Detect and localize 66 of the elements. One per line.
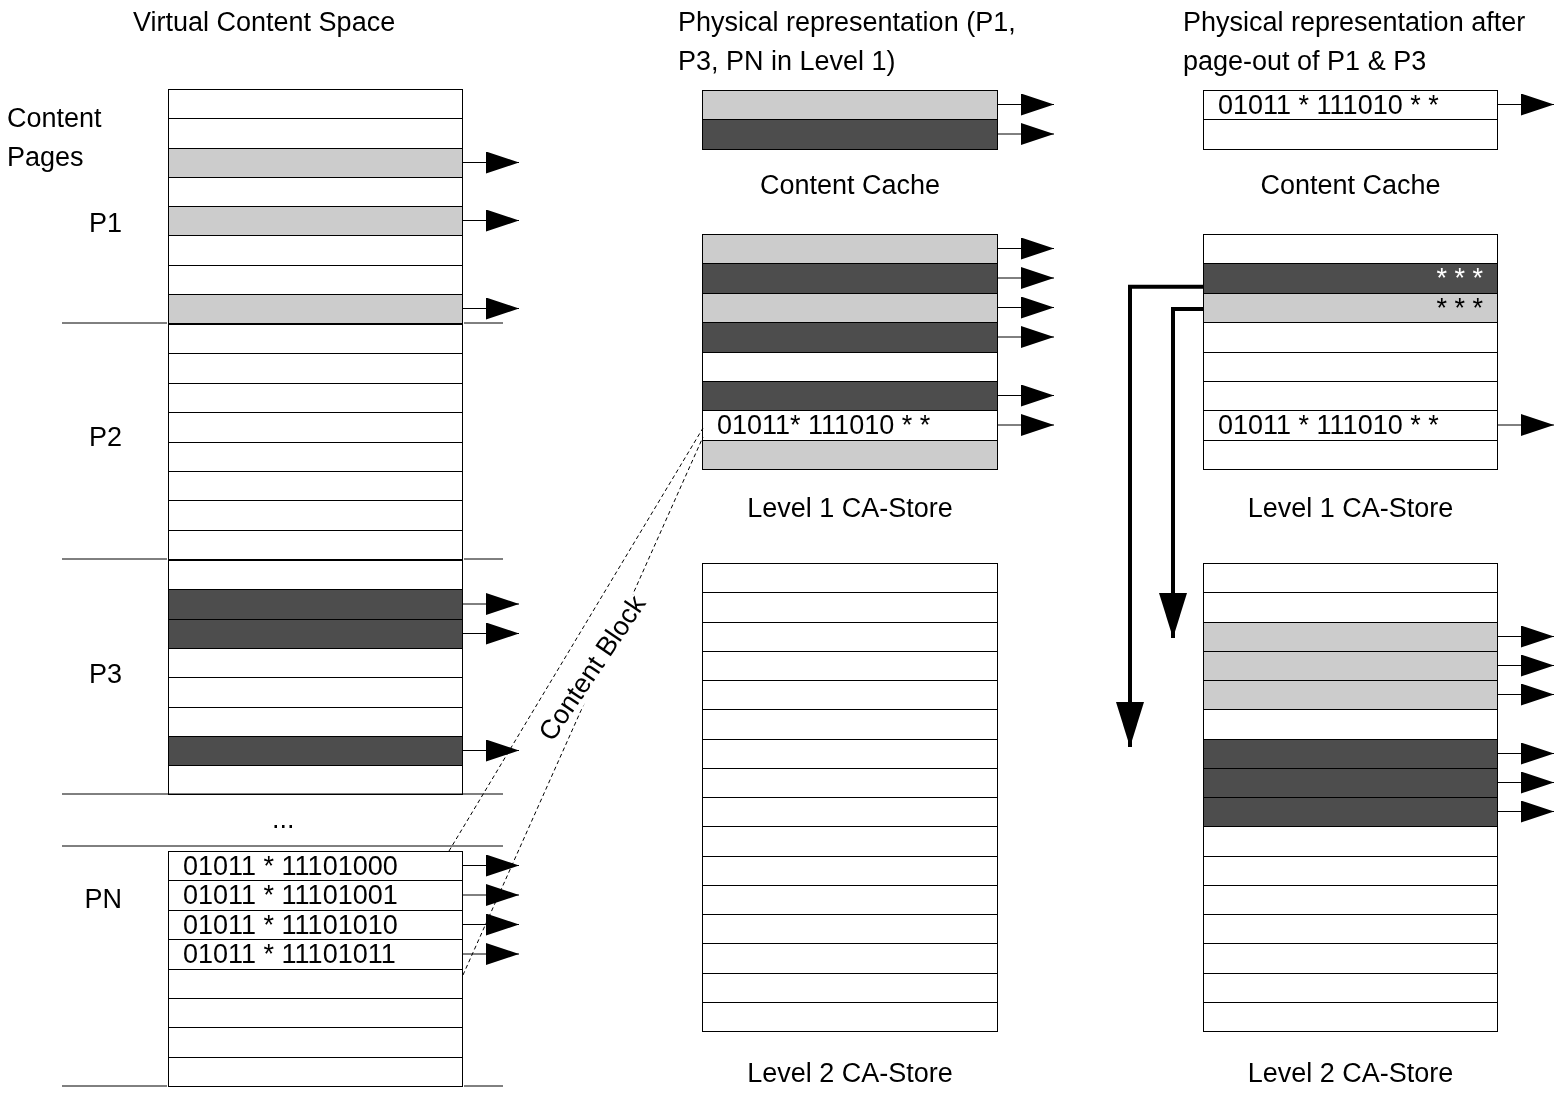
arrow — [996, 384, 1055, 407]
arrow — [1496, 414, 1555, 436]
column-title: Physical representation after page-out of P1 & P3 — [1183, 6, 1527, 78]
store-caption: Content Cache — [1259, 169, 1442, 200]
storage-slot — [1204, 651, 1497, 680]
storage-slot — [169, 589, 462, 619]
storage-slot — [1204, 797, 1497, 826]
arrow — [461, 593, 520, 615]
storage-slot — [169, 206, 462, 235]
arrow — [461, 151, 520, 174]
arrow — [461, 913, 520, 936]
page-label: P1 — [88, 208, 122, 238]
arrow — [461, 854, 520, 877]
arrow — [1496, 771, 1555, 794]
arrow — [1496, 683, 1555, 706]
store-caption: Level 2 CA-Store — [1246, 1058, 1455, 1088]
store-caption: Level 2 CA-Store — [746, 1058, 954, 1088]
group-label: Content Pages — [7, 102, 103, 174]
arrow — [461, 884, 520, 906]
storage-slot — [703, 234, 997, 263]
storage-slot — [703, 90, 997, 119]
page-label: P3 — [88, 659, 122, 689]
page-label: PN — [84, 884, 122, 914]
arrow — [996, 267, 1055, 289]
thick-arrow — [1116, 284, 1204, 747]
storage-slot — [1204, 622, 1497, 651]
arrow — [461, 209, 520, 232]
storage-slot — [169, 148, 462, 177]
column-title: Physical representation (P1, P3, PN in Level 1) — [678, 6, 1017, 78]
column-title: Virtual Content Space — [133, 6, 397, 39]
storage-slot — [1204, 680, 1497, 709]
arrow — [1496, 93, 1555, 116]
arrow — [996, 237, 1055, 260]
arrow — [1496, 742, 1555, 765]
arrow — [461, 943, 520, 965]
arrow — [461, 739, 520, 762]
arrow — [1496, 625, 1555, 648]
storage-slot — [169, 619, 462, 648]
arrow — [461, 297, 520, 320]
storage-slot — [1204, 739, 1497, 768]
dashed-connector — [448, 427, 704, 852]
page-label: P2 — [88, 422, 122, 452]
store-caption: Level 1 CA-Store — [1246, 493, 1455, 524]
storage-slot — [703, 119, 997, 149]
arrow — [996, 93, 1055, 116]
storage-slot — [169, 294, 462, 323]
ellipsis-mark: ... — [272, 803, 296, 836]
storage-slot — [703, 440, 997, 469]
store-caption: Content Cache — [758, 169, 942, 200]
arrow — [996, 326, 1055, 348]
arrow — [461, 622, 520, 645]
storage-slot — [169, 736, 462, 765]
thick-arrow — [1159, 306, 1204, 638]
data-slot: * * * — [1204, 263, 1497, 293]
storage-slot — [703, 381, 997, 410]
arrow — [996, 414, 1055, 436]
data-slot: * * * — [1204, 293, 1497, 322]
storage-slot — [1204, 768, 1497, 797]
arrow — [1496, 800, 1555, 823]
storage-slot — [703, 293, 997, 322]
arrow — [1496, 654, 1555, 677]
arrow — [996, 123, 1055, 145]
storage-slot — [703, 322, 997, 352]
arrow — [996, 296, 1055, 319]
storage-slot — [703, 263, 997, 293]
store-caption: Level 1 CA-Store — [746, 493, 954, 524]
